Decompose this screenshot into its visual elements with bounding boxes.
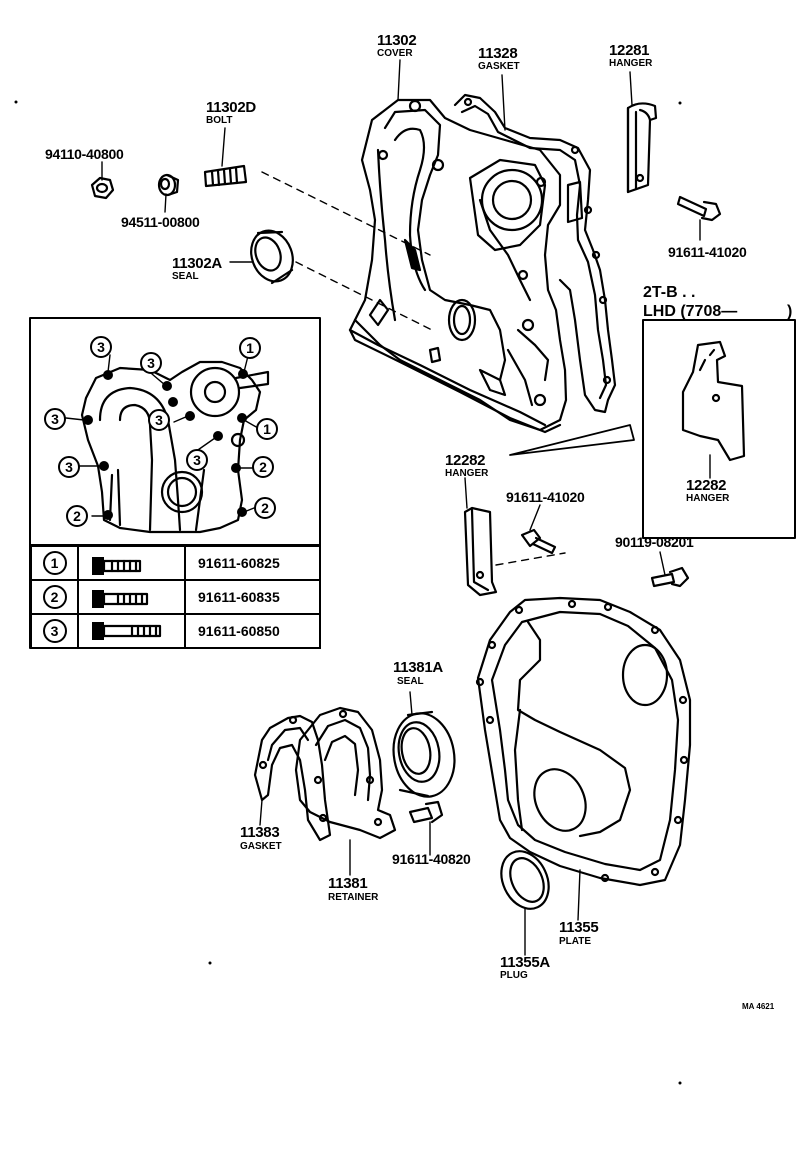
bolt-key-cell: 1 xyxy=(30,545,79,581)
plug-number: 11355A xyxy=(500,954,550,971)
key-circle: 3 xyxy=(42,619,67,643)
washer-drawing xyxy=(157,173,180,197)
key-circle: 1 xyxy=(42,551,67,575)
cover-name: COVER xyxy=(377,48,413,59)
front-seal-number: 11302A xyxy=(172,255,222,272)
plug-name: PLUG xyxy=(500,970,528,981)
rear-gasket-name: GASKET xyxy=(240,841,282,852)
bolt-hanger-top-drawing xyxy=(676,195,722,222)
bolt-plate-drawing xyxy=(650,566,690,588)
gasket-top-number: 11328 xyxy=(478,45,518,62)
hanger-top-number: 12281 xyxy=(609,42,650,59)
key-circle: 2 xyxy=(42,585,67,609)
variant-box xyxy=(642,319,796,539)
bolt-hanger-top-number: 91611-41020 xyxy=(668,244,747,260)
variant-line2: LHD (7708— xyxy=(643,303,738,320)
plate-number: 11355 xyxy=(559,919,599,936)
table-row: 3 91611-60850 xyxy=(30,613,321,649)
cover-number: 11302 xyxy=(377,32,417,49)
front-seal-name: SEAL xyxy=(172,271,199,282)
inset-callout: 1 xyxy=(239,337,261,359)
inset-callout: 2 xyxy=(252,456,274,478)
cover-gasket-drawing xyxy=(453,93,617,414)
bolt-picture-cell xyxy=(77,579,186,615)
table-row: 2 91611-60835 xyxy=(30,579,321,615)
bolt-11302D-drawing xyxy=(203,164,248,188)
plate-name: PLATE xyxy=(559,936,592,947)
bolt-key-cell: 3 xyxy=(30,613,79,649)
leader-lines xyxy=(101,59,711,956)
rear-seal-name: SEAL xyxy=(397,676,424,687)
washer-number: 94511-00800 xyxy=(121,214,200,230)
bolt-part-number: 91611-60835 xyxy=(184,579,321,615)
hanger-mid-name: HANGER xyxy=(445,468,489,479)
hanger-12282-drawing xyxy=(463,506,498,597)
timing-cover-drawing xyxy=(348,98,568,434)
drawing-code: MA 4621 xyxy=(742,1002,775,1011)
inset-callout: 3 xyxy=(58,456,80,478)
bolt-retainer-drawing xyxy=(408,800,444,824)
inset-callout: 3 xyxy=(140,352,162,374)
rear-gasket-drawing xyxy=(253,714,332,842)
bolt-picture-cell xyxy=(77,545,186,581)
front-seal-drawing xyxy=(250,229,294,285)
rear-gasket-number: 11383 xyxy=(240,824,280,841)
nut-number: 94110-40800 xyxy=(45,146,124,162)
inset-callout: 2 xyxy=(254,497,276,519)
plug-drawing xyxy=(500,850,550,910)
inset-callout: 1 xyxy=(256,418,278,440)
rear-seal-number: 11381A xyxy=(393,659,443,676)
plate-drawing xyxy=(475,596,692,887)
nut-drawing xyxy=(90,176,115,200)
variant-hanger-name: HANGER xyxy=(686,493,730,504)
variant-line1: 2T-B . . xyxy=(643,284,696,301)
variant-line2-end: ) xyxy=(787,303,793,320)
hanger-top-name: HANGER xyxy=(609,58,653,69)
bolt-part-number: 91611-60850 xyxy=(184,613,321,649)
variant-hanger-number: 12282 xyxy=(686,477,727,494)
bolt-name: BOLT xyxy=(206,115,233,126)
gasket-top-name: GASKET xyxy=(478,61,520,72)
bolt-part-number: 91611-60825 xyxy=(184,545,321,581)
rear-seal-drawing xyxy=(392,710,456,798)
bolt-hanger-mid-drawing xyxy=(520,528,557,555)
inset-callout: 3 xyxy=(186,449,208,471)
bolt-hanger-mid-number: 91611-41020 xyxy=(506,489,585,505)
inset-callout: 3 xyxy=(90,336,112,358)
bolt-retainer-number: 91611-40820 xyxy=(392,851,471,867)
retainer-drawing xyxy=(294,706,397,840)
hanger-mid-number: 12282 xyxy=(445,452,486,469)
inset-callout: 3 xyxy=(44,408,66,430)
bolt-key-cell: 2 xyxy=(30,579,79,615)
hanger-12281-drawing xyxy=(626,102,658,194)
retainer-name: RETAINER xyxy=(328,892,379,903)
table-row: 1 91611-60825 xyxy=(30,545,321,581)
retainer-number: 11381 xyxy=(328,875,368,892)
inset-callout: 3 xyxy=(148,409,170,431)
bolt-picture-cell xyxy=(77,613,186,649)
bolt-table: 1 91611-60825 2 91611-60835 3 91611-6085… xyxy=(30,545,321,649)
bolt-number: 11302D xyxy=(206,99,256,116)
bolt-plate-number: 90119-08201 xyxy=(615,534,694,550)
inset-callout: 2 xyxy=(66,505,88,527)
